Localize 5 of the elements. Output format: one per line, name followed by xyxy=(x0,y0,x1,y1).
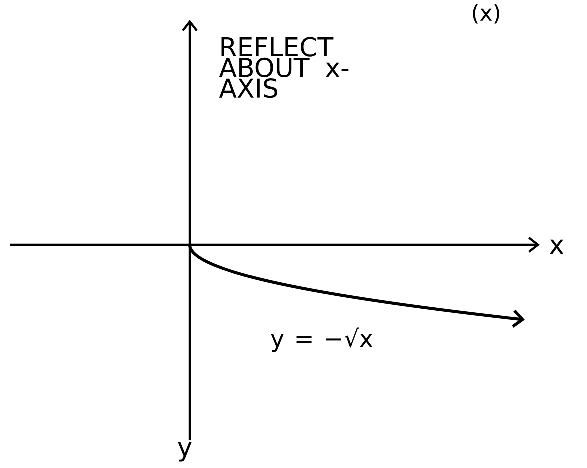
curve-label: y = −√x xyxy=(271,328,373,352)
axis-label: x xyxy=(550,240,564,254)
axis-label: y xyxy=(178,442,192,462)
annotation-text: REFLECT ABOUT x-AXIS xyxy=(219,37,349,98)
function-label: (x) xyxy=(473,4,500,24)
